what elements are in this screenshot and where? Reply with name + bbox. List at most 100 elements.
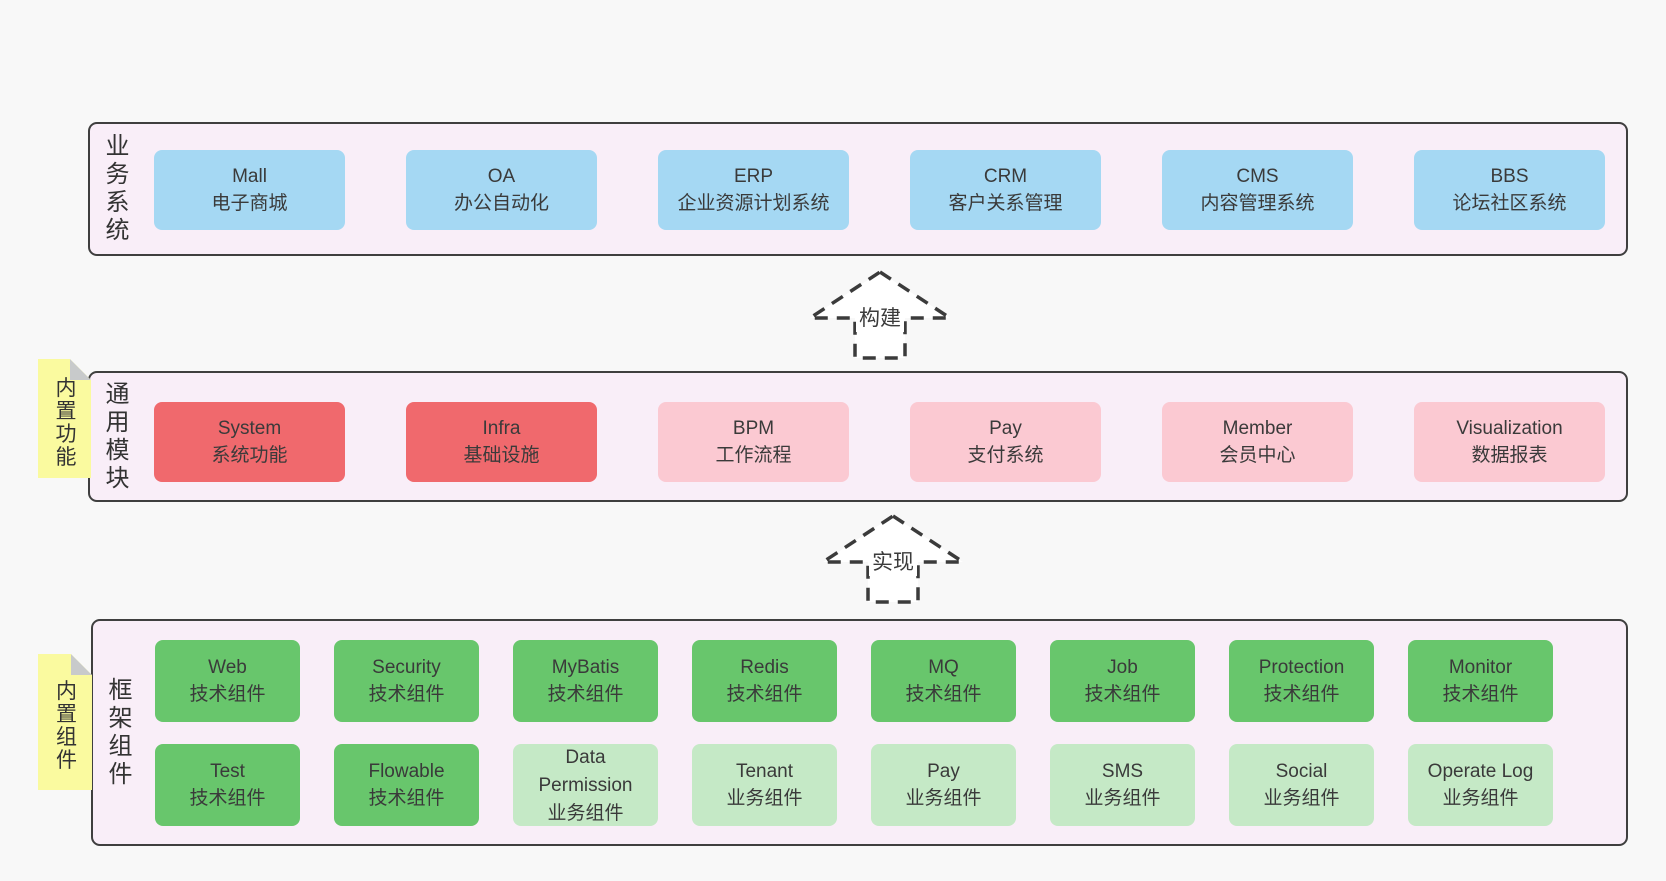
box-subtitle: 技术组件 [368,684,445,706]
note-fold-corner-icon [71,654,92,675]
box-title: Pay [927,760,960,782]
box-title: Protection [1258,656,1345,678]
arrow-build-label: 构建 [856,305,904,333]
box-subtitle: 技术组件 [726,684,803,706]
layer-label-common-modules: 通用模块 [101,380,128,493]
box-subtitle: 业务组件 [905,788,982,810]
box-mq: MQ 技术组件 [871,640,1016,722]
box-pay: Pay 业务组件 [871,744,1016,826]
box-subtitle: 电子商城 [211,193,288,215]
box-subtitle: 技术组件 [1263,684,1340,706]
box-subtitle: 系统功能 [211,445,288,467]
box-job: Job 技术组件 [1050,640,1195,722]
box-subtitle: 会员中心 [1219,445,1296,467]
box-subtitle: 工作流程 [715,445,792,467]
box-security: Security 技术组件 [334,640,479,722]
box-title: Infra [482,417,521,439]
box-subtitle: 内容管理系统 [1200,193,1315,215]
box-title: Social [1275,760,1328,782]
box-title: Tenant [735,760,794,782]
box-visualization: Visualization 数据报表 [1414,402,1605,482]
box-social: Social 业务组件 [1229,744,1374,826]
box-tenant: Tenant 业务组件 [692,744,837,826]
box-bbs: BBS 论坛社区系统 [1414,150,1605,230]
box-title: BBS [1490,165,1529,187]
arrow-build: 构建 [807,269,953,361]
sticky-note-built-in-functions-label: 内置功能 [53,376,76,469]
layer-common-modules: 通用模块 System 系统功能 Infra 基础设施 BPM 工作流程 Pay 支付系统 Me… [88,371,1628,502]
box-monitor: Monitor 技术组件 [1408,640,1553,722]
box-subtitle: 技术组件 [189,684,266,706]
box-subtitle: 论坛社区系统 [1452,193,1567,215]
box-title: CMS [1236,165,1279,187]
box-title: BPM [732,417,775,439]
box-title: Test [210,760,245,782]
box-subtitle: 技术组件 [1084,684,1161,706]
box-title: SMS [1101,760,1144,782]
box-title: System [217,417,282,439]
box-subtitle: 企业资源计划系统 [677,193,830,215]
arrow-implement-label: 实现 [869,549,917,577]
common-modules-box-row: System 系统功能 Infra 基础设施 BPM 工作流程 Pay 支付系统 Member 会… [154,402,1605,482]
box-title: MyBatis [551,656,620,678]
box-subtitle: 业务组件 [1084,788,1161,810]
sticky-note-built-in-components: 内置组件 [38,654,92,790]
box-title: Member [1222,417,1293,439]
box-title: Data Permission [538,746,633,797]
box-system: System 系统功能 [154,402,345,482]
box-title: ERP [733,165,774,187]
box-operate-log: Operate Log 业务组件 [1408,744,1553,826]
box-subtitle: 业务组件 [726,788,803,810]
box-subtitle: 技术组件 [189,788,266,810]
layer-label-business-systems: 业务系统 [101,133,128,245]
layer-label-framework-components: 框架组件 [104,676,131,789]
box-sms: SMS 业务组件 [1050,744,1195,826]
box-member: Member 会员中心 [1162,402,1353,482]
box-title: Security [372,656,441,678]
box-title: Mall [232,165,267,187]
box-subtitle: 支付系统 [967,445,1044,467]
box-oa: OA 办公自动化 [406,150,597,230]
box-title: OA [487,165,516,187]
box-title: Operate Log [1427,760,1534,782]
box-infra: Infra 基础设施 [406,402,597,482]
box-subtitle: 技术组件 [368,788,445,810]
box-title: Flowable [368,760,445,782]
box-subtitle: 数据报表 [1471,445,1548,467]
box-subtitle: 客户关系管理 [948,193,1063,215]
box-subtitle: 技术组件 [1442,684,1519,706]
box-erp: ERP 企业资源计划系统 [658,150,849,230]
box-title: Visualization [1456,417,1563,439]
box-subtitle: 基础设施 [463,445,540,467]
box-data-permission: Data Permission 业务组件 [513,744,658,826]
sticky-note-built-in-components-label: 内置组件 [53,679,77,772]
box-title: Redis [740,656,789,678]
box-redis: Redis 技术组件 [692,640,837,722]
arrow-implement: 实现 [820,513,966,605]
box-flowable: Flowable 技术组件 [334,744,479,826]
sticky-note-built-in-functions: 内置功能 [38,359,91,478]
box-bpm: BPM 工作流程 [658,402,849,482]
box-subtitle: 技术组件 [905,684,982,706]
box-subtitle: 业务组件 [1263,788,1340,810]
box-pay: Pay 支付系统 [910,402,1101,482]
box-title: Monitor [1448,656,1513,678]
box-title: Job [1107,656,1138,678]
box-title: Pay [989,417,1022,439]
box-test: Test 技术组件 [155,744,300,826]
box-title: Web [208,656,247,678]
box-title: MQ [928,656,959,678]
box-protection: Protection 技术组件 [1229,640,1374,722]
box-subtitle: 技术组件 [547,684,624,706]
box-subtitle: 业务组件 [1442,788,1519,810]
box-mybatis: MyBatis 技术组件 [513,640,658,722]
box-subtitle: 业务组件 [547,802,624,824]
box-subtitle: 办公自动化 [453,193,549,215]
box-mall: Mall 电子商城 [154,150,345,230]
